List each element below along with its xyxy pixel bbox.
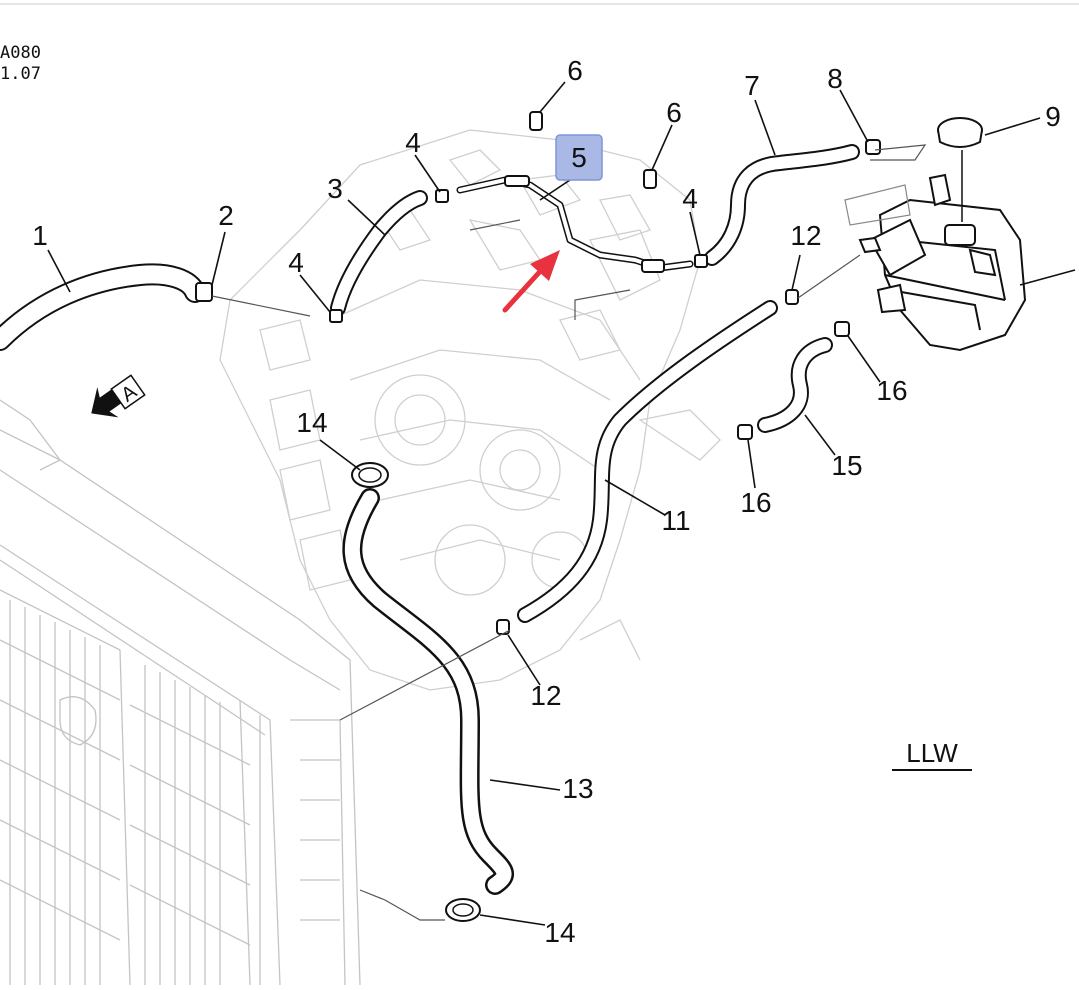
callout-16-bottom: 16 xyxy=(740,487,771,518)
callout-11: 11 xyxy=(661,505,690,536)
callout-numbers: 1 2 3 4 4 4 6 6 7 8 9 12 11 12 13 14 14 … xyxy=(32,55,1061,948)
callout-1: 1 xyxy=(32,220,48,251)
pipe-5-end-left xyxy=(504,175,530,187)
callout-2: 2 xyxy=(218,200,234,231)
coolant-reservoir xyxy=(858,173,1027,352)
clamps xyxy=(195,111,881,922)
leader-guides xyxy=(211,144,927,921)
hoses xyxy=(0,144,860,895)
clamp-16-bottom xyxy=(737,424,753,440)
view-a-marker: A xyxy=(91,374,146,418)
callout-4-left: 4 xyxy=(288,247,304,278)
variant-tag: LLW xyxy=(906,738,958,768)
clamp-4-top xyxy=(435,189,449,203)
callout-leaders xyxy=(47,81,1076,926)
callout-5-highlight xyxy=(555,134,603,181)
bolt-6-left xyxy=(529,111,543,131)
callout-12-bottom: 12 xyxy=(530,680,561,711)
callout-12-top: 12 xyxy=(790,220,821,251)
callout-13: 13 xyxy=(562,773,593,804)
clamp-4-right xyxy=(694,254,708,268)
callout-5-label: 5 xyxy=(571,142,587,173)
bolt-6-right xyxy=(643,169,657,189)
reservoir-cap xyxy=(937,117,983,222)
clamp-4-left xyxy=(329,309,343,323)
clamp-12-top xyxy=(785,289,799,305)
image-code-line-1: A080 xyxy=(0,43,41,63)
clamp-2 xyxy=(195,282,213,302)
radiator-sketch xyxy=(0,399,361,986)
callout-14-bottom: 14 xyxy=(544,917,575,948)
callout-16-top: 16 xyxy=(876,375,907,406)
clamp-16-top xyxy=(834,321,850,337)
callout-9: 9 xyxy=(1045,101,1061,132)
red-arrow xyxy=(502,250,560,313)
callout-6-left: 6 xyxy=(567,55,583,86)
callout-4-top: 4 xyxy=(405,127,421,158)
clamp-8 xyxy=(865,139,881,155)
callout-8: 8 xyxy=(827,63,843,94)
callout-3: 3 xyxy=(327,173,343,204)
pipe-5-end-right xyxy=(641,259,665,273)
callout-15: 15 xyxy=(831,450,862,481)
callout-14-top: 14 xyxy=(296,407,327,438)
engine-sketch xyxy=(219,129,721,691)
callout-6-right: 6 xyxy=(666,97,682,128)
image-code-line-2: 1.07 xyxy=(0,64,41,84)
callout-4-right: 4 xyxy=(682,183,698,214)
callout-7: 7 xyxy=(744,70,760,101)
